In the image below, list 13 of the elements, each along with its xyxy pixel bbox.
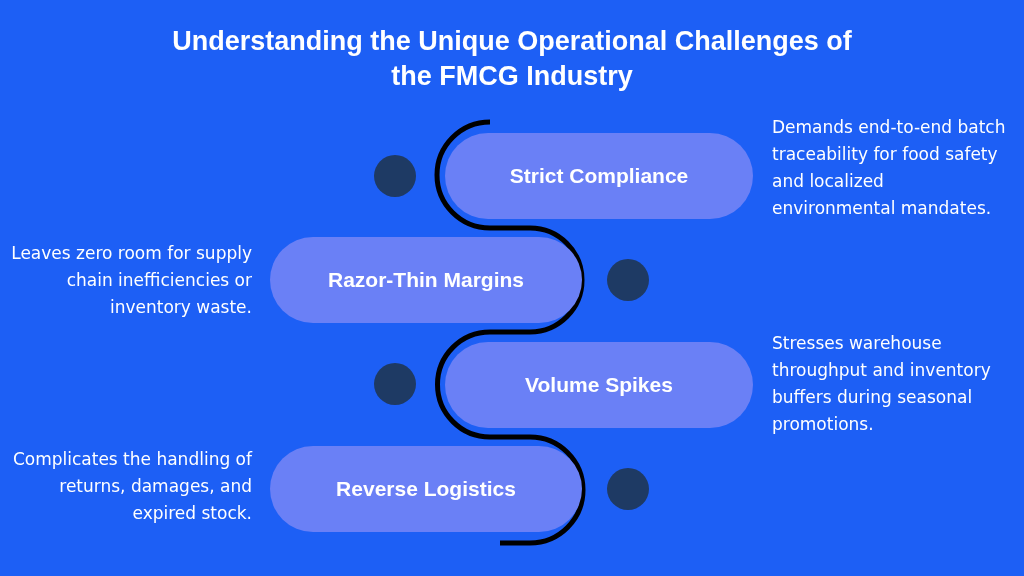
step-title: Reverse Logistics [336, 477, 516, 501]
step-pill [270, 237, 582, 323]
description-text: Stresses warehouse throughput and inventory buffers during seasonal promotions. [772, 332, 992, 436]
title: Understanding the Unique Operational Challenges of the FMCG Industry [171, 25, 853, 93]
description-text: Leaves zero room for supply chain inefficiencies or inventory waste. [10, 242, 252, 319]
step-title: Razor-Thin Margins [328, 268, 524, 292]
step-pill [445, 133, 753, 219]
description-text: Complicates the handling of returns, damages, and expired stock. [11, 448, 252, 525]
step-pill [270, 446, 582, 532]
step-title: Strict Compliance [509, 164, 689, 188]
step-title: Volume Spikes [525, 373, 673, 397]
description-text: Demands end-to-end batch traceability for food safety and localized environmental mandates. [772, 116, 1007, 220]
step-pill [445, 342, 753, 428]
